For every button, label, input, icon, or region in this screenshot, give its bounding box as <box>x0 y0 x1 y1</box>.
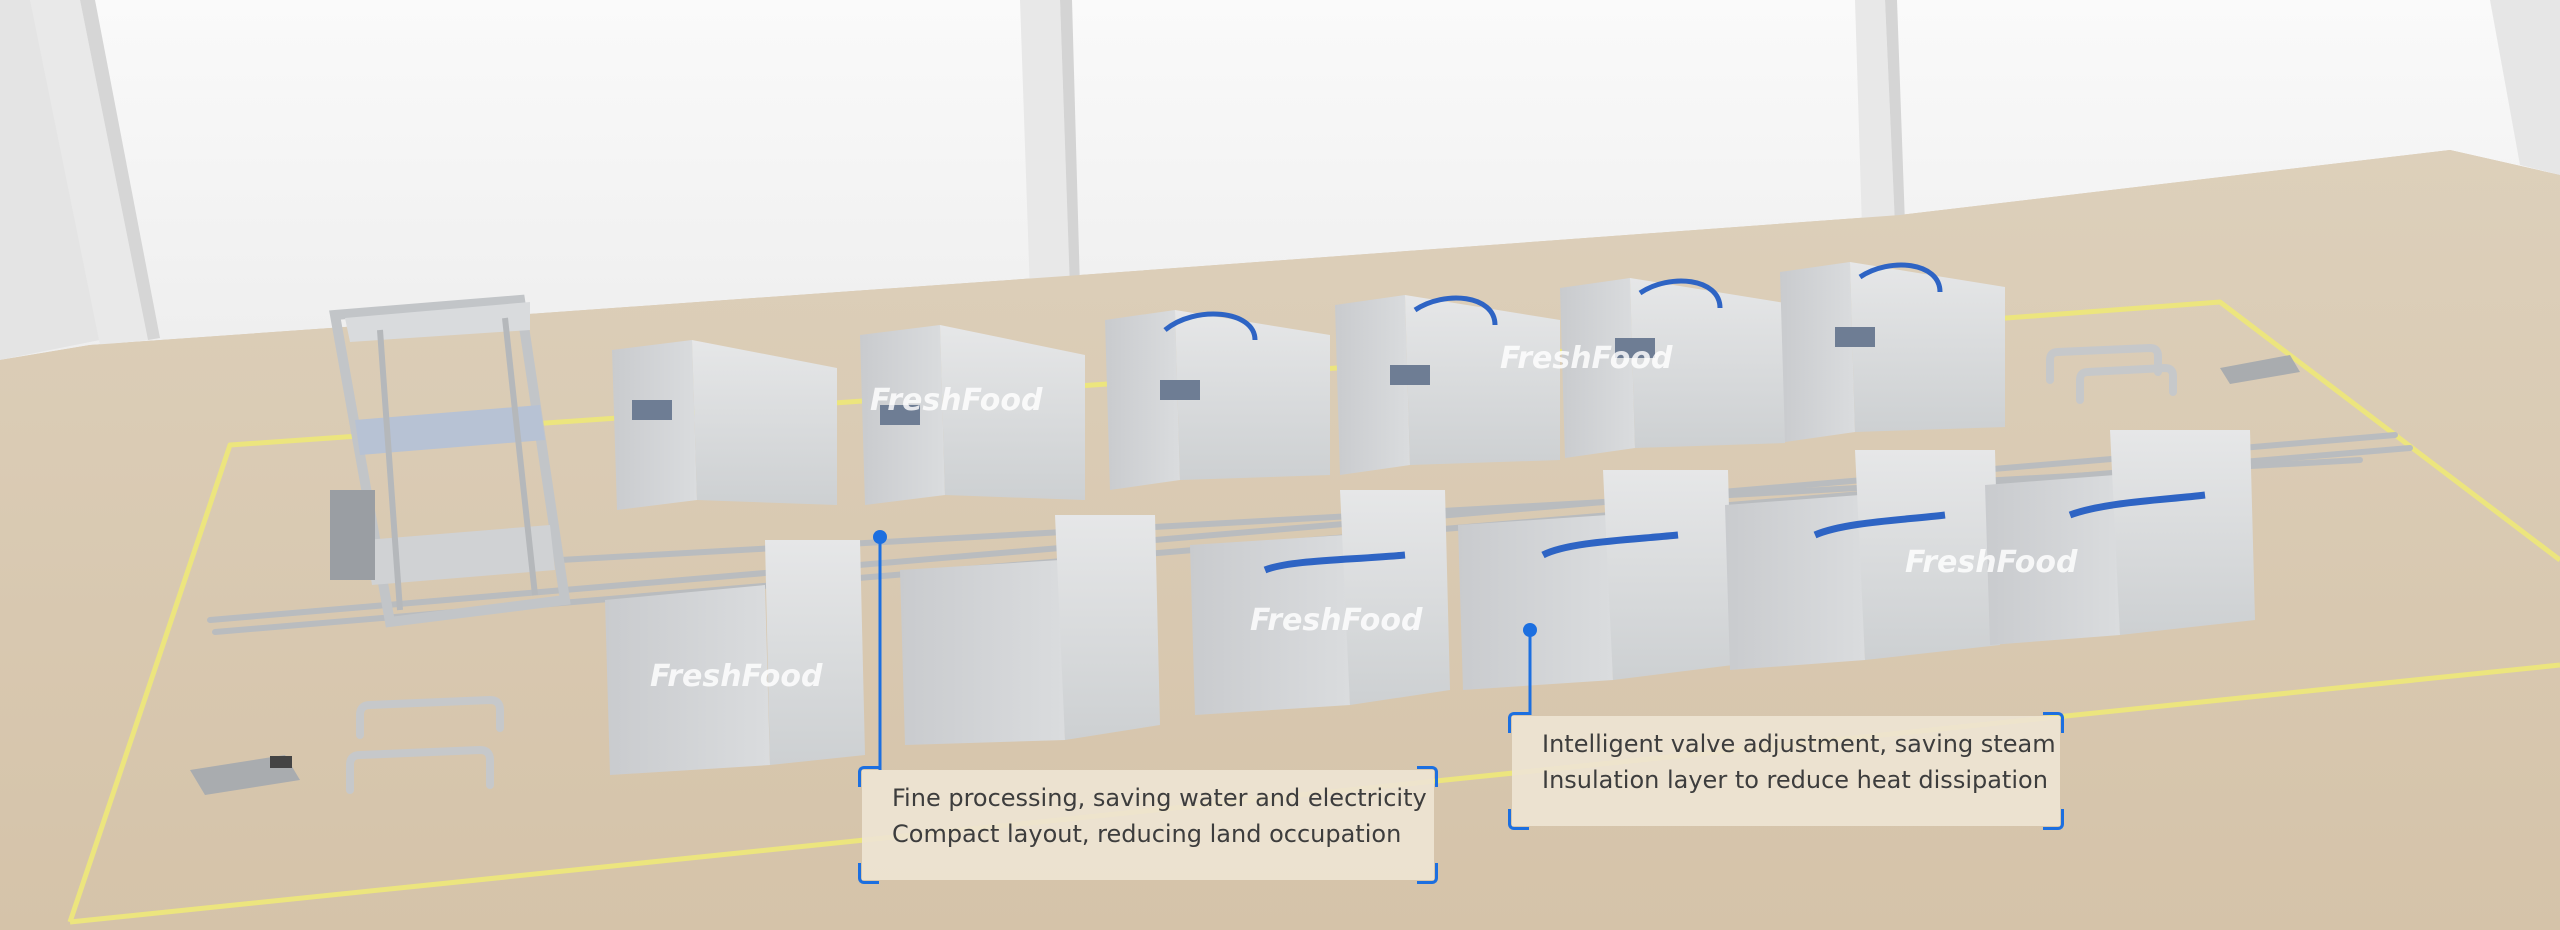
callout-corner <box>1508 712 1529 733</box>
callout-corner <box>1508 809 1529 830</box>
callout-pointer-left <box>873 530 887 770</box>
callout-line: Fine processing, saving water and electr… <box>892 784 1427 812</box>
callout-corner <box>2043 712 2064 733</box>
brand-watermark: FreshFood <box>1250 603 1423 638</box>
brand-watermark: FreshFood <box>1905 545 2078 580</box>
brand-watermark: FreshFood <box>1500 341 1673 376</box>
callout-corner <box>1417 863 1438 884</box>
callout-pointer-right <box>1523 623 1537 715</box>
back-wall <box>0 0 2560 360</box>
brand-watermark: FreshFood <box>870 383 1043 418</box>
callout-corner <box>1417 766 1438 787</box>
loading-frame <box>329 294 571 628</box>
callout-water-electricity: Fine processing, saving water and electr… <box>858 766 1438 884</box>
agv-cart-left <box>190 755 300 795</box>
callout-corner <box>2043 809 2064 830</box>
callout-corner <box>858 863 879 884</box>
pipe-racks <box>346 343 2177 794</box>
brand-watermark: FreshFood <box>650 659 823 694</box>
callout-line: Compact layout, reducing land occupation <box>892 820 1402 848</box>
callout-steam-insulation: Intelligent valve adjustment, saving ste… <box>1508 712 2064 830</box>
agv-cart-right <box>2220 355 2300 384</box>
wall-pillars <box>30 0 1905 345</box>
bottom-row-machines <box>605 430 2255 775</box>
callout-line: Intelligent valve adjustment, saving ste… <box>1542 730 2056 758</box>
top-row-machines <box>612 262 2005 510</box>
callout-line: Insulation layer to reduce heat dissipat… <box>1542 766 2048 794</box>
callout-corner <box>858 766 879 787</box>
